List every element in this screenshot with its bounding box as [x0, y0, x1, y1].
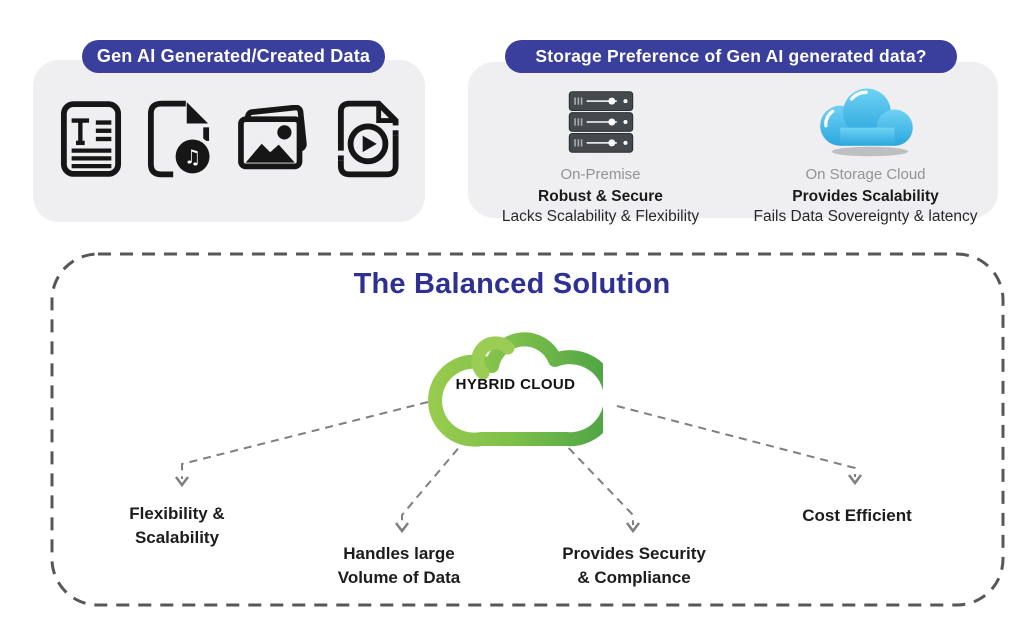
- arrowheads: [175, 474, 862, 534]
- storage-preference-header: Storage Preference of Gen AI generated d…: [505, 40, 957, 73]
- hybrid-cloud-label: HYBRID CLOUD: [455, 376, 576, 393]
- server-stack-icon: [468, 76, 733, 162]
- arrow-cost: [616, 405, 856, 477]
- storage-cloud-label: On Storage Cloud: [805, 166, 926, 183]
- arrowhead-volume-icon: [395, 522, 409, 534]
- hybrid-cloud-icon: [428, 332, 603, 447]
- on-premise-label: On-Premise: [560, 166, 641, 183]
- balanced-solution-box: [50, 252, 1005, 607]
- data-type-icons: ♫: [33, 100, 425, 178]
- storage-cloud-con: Fails Data Sovereignty & latency: [753, 208, 978, 225]
- storage-preference-panel: [468, 62, 998, 218]
- on-premise-option: On-Premise Robust & Secure Lacks Scalabi…: [468, 76, 733, 226]
- arrowhead-security-icon: [626, 522, 640, 534]
- dashed-border: [50, 252, 1005, 607]
- solution-title: The Balanced Solution: [353, 268, 671, 300]
- benefit-arrows: [181, 401, 856, 525]
- arrow-security: [558, 437, 634, 525]
- on-premise-pro: Robust & Secure: [538, 188, 663, 205]
- benefit-flexibility-scalability: Flexibility & Scalability: [129, 504, 225, 547]
- audio-file-icon: ♫: [147, 100, 211, 178]
- storage-cloud-icon: [733, 76, 998, 162]
- arrow-volume: [401, 437, 468, 525]
- benefit-large-volume: Handles large Volume of Data: [337, 544, 461, 587]
- text-document-icon: [60, 100, 122, 178]
- arrowhead-cost-icon: [848, 474, 862, 486]
- arrow-flexibility: [181, 401, 429, 479]
- storage-cloud-pro: Provides Scalability: [792, 188, 939, 205]
- video-file-icon: [336, 100, 399, 178]
- benefit-cost-efficient: Cost Efficient: [802, 506, 912, 525]
- arrowhead-flexibility-icon: [175, 476, 189, 488]
- benefit-security-compliance: Provides Security & Compliance: [562, 544, 706, 587]
- storage-options: On-Premise Robust & Secure Lacks Scalabi…: [468, 76, 998, 226]
- on-premise-con: Lacks Scalability & Flexibility: [501, 208, 700, 225]
- image-gallery-icon: [236, 105, 312, 173]
- storage-cloud-option: On Storage Cloud Provides Scalability Fa…: [733, 76, 998, 226]
- svg-text:♫: ♫: [183, 146, 200, 169]
- gen-ai-data-header: Gen AI Generated/Created Data: [82, 40, 385, 73]
